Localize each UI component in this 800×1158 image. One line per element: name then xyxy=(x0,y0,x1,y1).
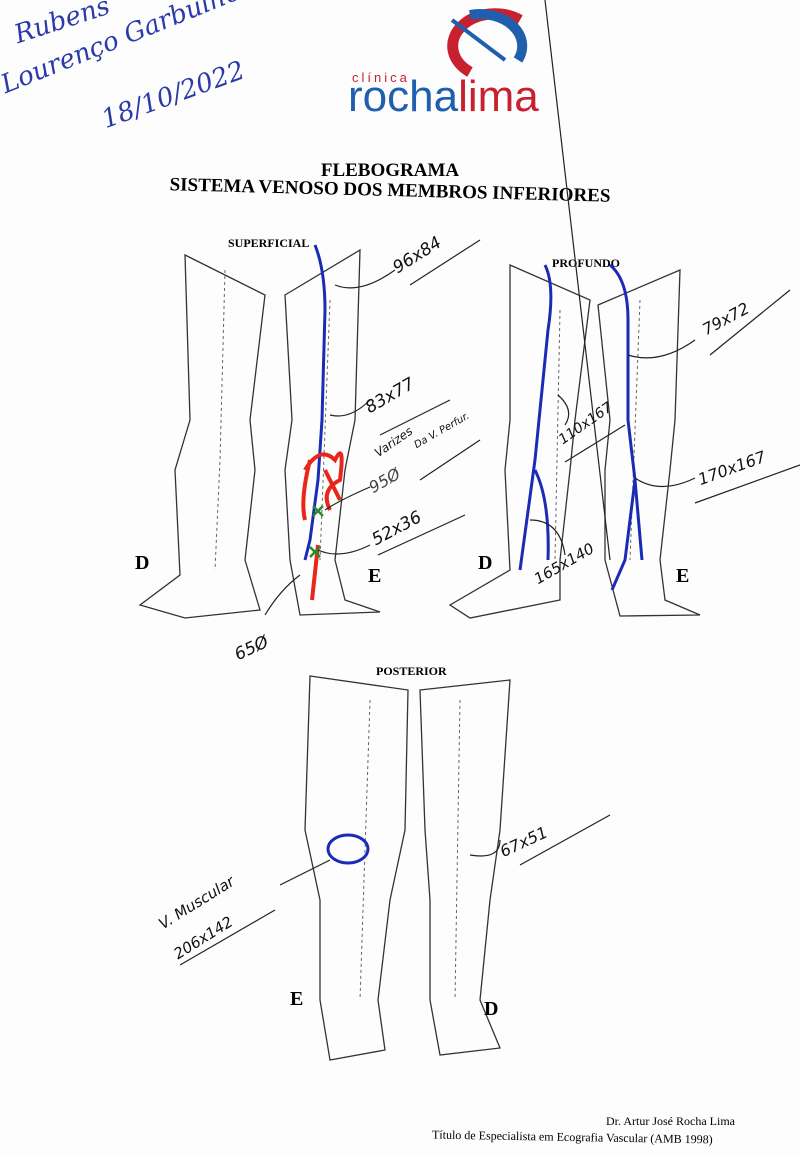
leg-guide-lines xyxy=(214,269,641,1001)
side-label-posterior-right: D xyxy=(484,998,499,1020)
label-profundo: PROFUNDO xyxy=(552,256,620,270)
side-label-profundo-left: E xyxy=(676,565,690,587)
ligation-marks xyxy=(309,505,324,558)
label-posterior: POSTERIOR xyxy=(376,664,447,678)
label-superficial: SUPERFICIAL xyxy=(228,236,310,250)
side-label-profundo-right: D xyxy=(478,552,493,574)
title-line1: FLEBOGRAMA xyxy=(320,160,460,181)
vein-drawings xyxy=(303,244,644,865)
side-label-superficial-left: E xyxy=(368,565,382,587)
logo-small-text: clínica xyxy=(352,70,410,85)
side-label-posterior-left: E xyxy=(290,988,304,1010)
side-label-superficial-right: D xyxy=(135,552,150,574)
doctor-name: Dr. Artur José Rocha Lima xyxy=(606,1114,735,1128)
varices-drawing xyxy=(301,451,344,601)
annotation-arrows xyxy=(179,0,800,966)
logo-mark-icon xyxy=(447,8,528,77)
logo-text-lima: lima xyxy=(458,72,539,121)
logo-text-rocha: rocha xyxy=(348,72,459,121)
leg-outlines xyxy=(138,248,701,1061)
